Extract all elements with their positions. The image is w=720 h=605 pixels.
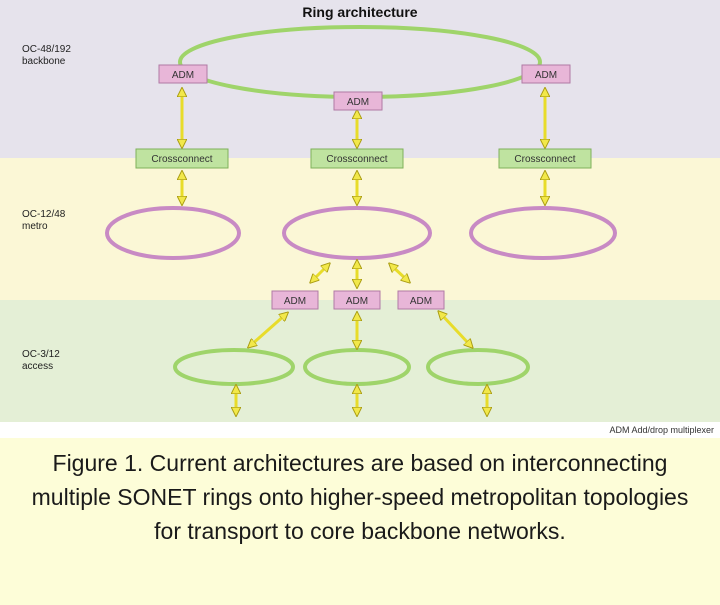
adm-label: ADM [172,70,194,81]
adm-access-center: ADM [333,290,381,310]
arrow-adm-access-right-to-ring [441,314,470,345]
adm-label: ADM [346,296,368,307]
metro-ring-left [105,206,241,260]
arrow-metro-to-adm-access-left [313,266,327,280]
metro-label-line2: metro [22,221,48,232]
access-ring-left [173,348,295,386]
figure-caption: Figure 1. Current architectures are base… [0,438,720,605]
adm-label: ADM [535,70,557,81]
legend-text: ADM Add/drop multiplexer [609,425,714,435]
adm-backbone-right: ADM [521,64,571,84]
access-label-line1: OC-3/12 [22,349,60,360]
access-ring-center [303,348,411,386]
access-label-line2: access [22,361,53,372]
metro-ring-center [282,206,432,260]
adm-backbone-left: ADM [158,64,208,84]
crossconnect-label: Crossconnect [326,154,387,165]
adm-access-right: ADM [397,290,445,310]
arrow-adm-access-left-to-ring [251,315,285,345]
metro-label-line1: OC-12/48 [22,209,66,220]
crossconnect-right: Crossconnect [498,148,592,169]
backbone-label-line1: OC-48/192 [22,44,71,55]
adm-backbone-center: ADM [333,91,383,111]
arrow-metro-to-adm-access-right [392,266,407,280]
adm-label: ADM [284,296,306,307]
legend-strip [0,422,720,438]
crossconnect-label: Crossconnect [514,154,575,165]
diagram-title: Ring architecture [302,4,417,20]
metro-ring-right [469,206,617,260]
access-band [0,300,720,422]
crossconnect-label: Crossconnect [151,154,212,165]
crossconnect-left: Crossconnect [135,148,229,169]
ring-architecture-diagram: Ring architecture OC-48/192 backbone OC-… [0,0,720,438]
adm-label: ADM [410,296,432,307]
crossconnect-center: Crossconnect [310,148,404,169]
adm-access-left: ADM [271,290,319,310]
backbone-label-line2: backbone [22,56,66,67]
backbone-band [0,0,720,158]
access-ring-right [426,348,530,386]
adm-label: ADM [347,97,369,108]
